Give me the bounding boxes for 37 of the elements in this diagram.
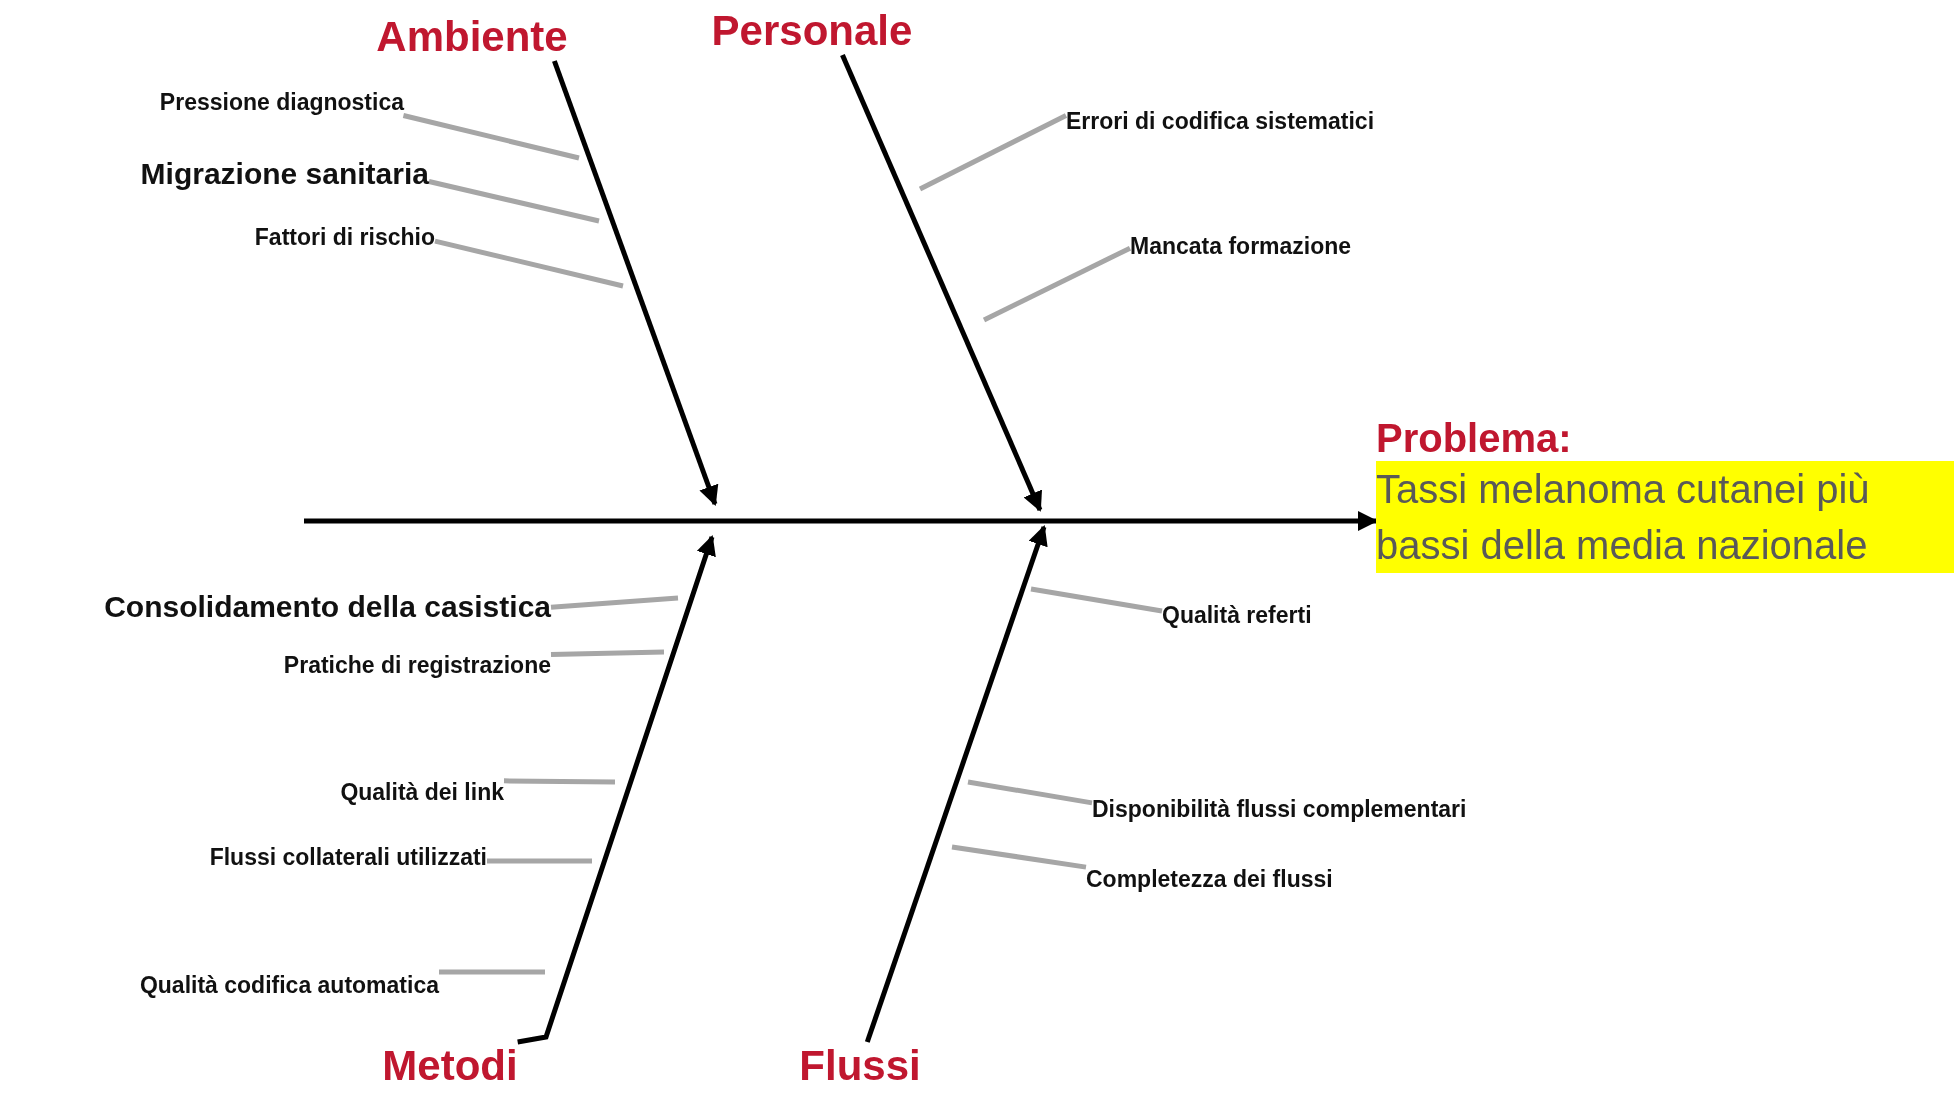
cause-line (487, 858, 592, 864)
cause-label: Errori di codifica sistematici (1066, 107, 1375, 135)
cause-label: Qualità dei link (340, 778, 504, 806)
cause-line (439, 969, 545, 975)
cause-line (503, 778, 616, 785)
problem-heading: Problema: (1376, 416, 1573, 461)
arrow (517, 535, 716, 1045)
cause-label: Qualità referti (1162, 601, 1312, 629)
category-label: Ambiente (376, 13, 568, 61)
arrow (840, 54, 1043, 512)
cause-line (434, 238, 624, 289)
cause-line (951, 844, 1087, 870)
cause-line (550, 649, 665, 657)
cause-label: Migrazione sanitaria (140, 157, 429, 191)
cause-label: Flussi collaterali utilizzati (209, 843, 487, 871)
cause-line (428, 179, 600, 224)
cause-line (982, 245, 1132, 323)
cause-label: Consolidamento della casistica (104, 590, 551, 624)
cause-label: Completezza dei flussi (1086, 865, 1333, 893)
category-label: Personale (711, 7, 913, 55)
category-label: Flussi (799, 1042, 921, 1090)
cause-line (967, 779, 1093, 806)
cause-label: Qualità codifica automatica (139, 971, 439, 999)
cause-label: Disponibilità flussi complementari (1092, 795, 1467, 823)
cause-label: Pressione diagnostica (159, 88, 404, 116)
arrow (864, 525, 1048, 1043)
cause-line (1030, 586, 1163, 614)
cause-line (918, 113, 1068, 192)
cause-label: Pratiche di registrazione (283, 651, 551, 679)
cause-label: Mancata formazione (1130, 232, 1352, 260)
problem-statement: Tassi melanoma cutanei più bassi della media nazionale (1376, 461, 1954, 573)
category-label: Metodi (382, 1042, 518, 1090)
arrow (552, 60, 719, 506)
cause-line (402, 113, 580, 161)
cause-line (550, 595, 679, 610)
cause-label: Fattori di rischio (254, 223, 435, 251)
arrow (304, 511, 1378, 531)
